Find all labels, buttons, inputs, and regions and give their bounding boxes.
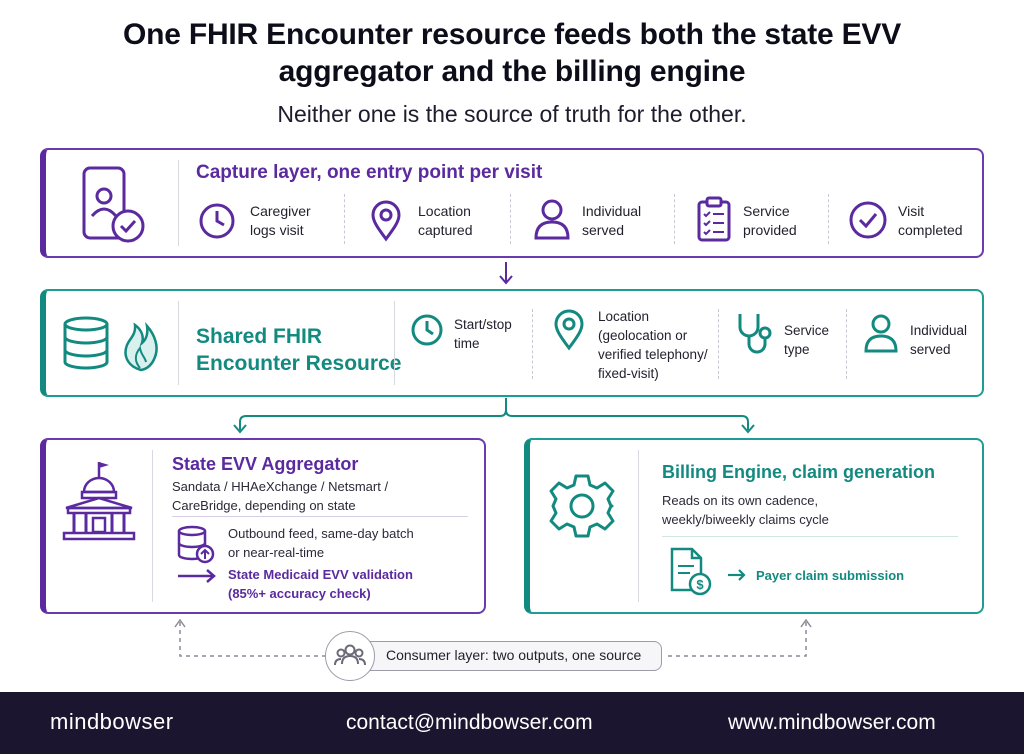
- capture-title: Capture layer, one entry point per visit: [196, 162, 543, 183]
- state-evv-card: State EVV Aggregator Sandata / HHAeXchan…: [40, 438, 486, 614]
- shared-field-1-label: Start/stop time: [454, 317, 512, 351]
- state-rule: [172, 516, 468, 517]
- check-circle-icon: [848, 200, 888, 240]
- arrow-right-icon: [176, 568, 218, 584]
- arrow-right-icon: [726, 568, 748, 582]
- shared-field-divider: [718, 309, 719, 379]
- state-validation-text: State Medicaid EVV validation (85%+ accu…: [228, 567, 413, 601]
- shared-field-3-label: Service type: [784, 323, 830, 357]
- title-line-1: One FHIR Encounter resource feeds both t…: [122, 18, 902, 51]
- capture-step-divider: [674, 194, 675, 244]
- mobile-user-check-icon: [76, 164, 148, 246]
- footer-bar: [0, 692, 1024, 754]
- state-feed-text: Outbound feed, same-day batch or near-re…: [228, 526, 414, 560]
- clipboard-checklist-icon: [696, 196, 732, 242]
- page-title: One FHIR Encounter resource feeds both t…: [0, 16, 1024, 90]
- capture-step-5-label: Visit completed: [898, 203, 963, 238]
- footer-logo[interactable]: mindbowser: [50, 709, 174, 734]
- consumer-layer-pill: [336, 641, 662, 671]
- capture-layer-card: Capture layer, one entry point per visit…: [40, 148, 984, 258]
- billing-divider: [638, 450, 639, 602]
- svg-text:$: $: [696, 577, 704, 592]
- billing-title: Billing Engine, claim generation: [662, 462, 936, 482]
- location-pin-icon: [552, 309, 586, 351]
- capture-step-4-label: Service provided: [743, 203, 797, 238]
- shared-title: Shared FHIR Encounter Resource: [196, 325, 402, 375]
- consumer-layer-label: Consumer layer: two outputs, one source: [386, 647, 642, 663]
- shared-field-4-label: Individual served: [910, 323, 968, 357]
- capture-divider: [178, 160, 179, 246]
- title-line-2: aggregator and the billing engine: [278, 55, 746, 88]
- billing-engine-card: Billing Engine, claim generation Reads o…: [524, 438, 984, 614]
- billing-rule: [662, 536, 958, 537]
- consumer-icon-badge: [325, 631, 375, 681]
- capture-step-divider: [344, 194, 345, 244]
- shared-divider: [394, 301, 395, 385]
- shared-fhir-card: Shared FHIR Encounter Resource Start/sto…: [40, 289, 984, 397]
- state-title: State EVV Aggregator: [172, 454, 359, 474]
- fhir-flame-icon: [120, 313, 162, 373]
- capture-step-1-label: Caregiver logs visit: [250, 203, 311, 238]
- clock-icon: [410, 313, 444, 347]
- government-building-icon: [60, 458, 138, 542]
- gear-icon: [548, 472, 616, 540]
- person-icon: [532, 198, 572, 240]
- database-icon: [60, 315, 112, 371]
- shared-field-divider: [532, 309, 533, 379]
- page-subtitle: Neither one is the source of truth for t…: [277, 101, 747, 127]
- stethoscope-icon: [734, 311, 774, 359]
- billing-claim-text: Payer claim submission: [756, 568, 905, 583]
- shared-divider: [178, 301, 179, 385]
- capture-step-divider: [510, 194, 511, 244]
- person-icon: [862, 313, 900, 353]
- shared-field-2-label: Location (geolocation or verified teleph…: [598, 309, 708, 381]
- database-upload-icon: [176, 524, 216, 564]
- state-vendors: Sandata / HHAeXchange / Netsmart / CareB…: [172, 479, 389, 513]
- state-divider: [152, 450, 153, 602]
- capture-step-2-label: Location captured: [418, 203, 473, 238]
- users-group-icon: [334, 642, 366, 670]
- invoice-dollar-icon: $: [668, 546, 712, 596]
- footer-email-link[interactable]: contact@mindbowser.com: [346, 711, 593, 734]
- capture-step-3-label: Individual served: [582, 203, 642, 238]
- billing-cadence: Reads on its own cadence, weekly/biweekl…: [662, 493, 829, 527]
- footer-website-link[interactable]: www.mindbowser.com: [728, 711, 936, 734]
- clock-icon: [198, 202, 236, 240]
- location-pin-icon: [369, 200, 403, 242]
- shared-field-divider: [846, 309, 847, 379]
- capture-step-divider: [828, 194, 829, 244]
